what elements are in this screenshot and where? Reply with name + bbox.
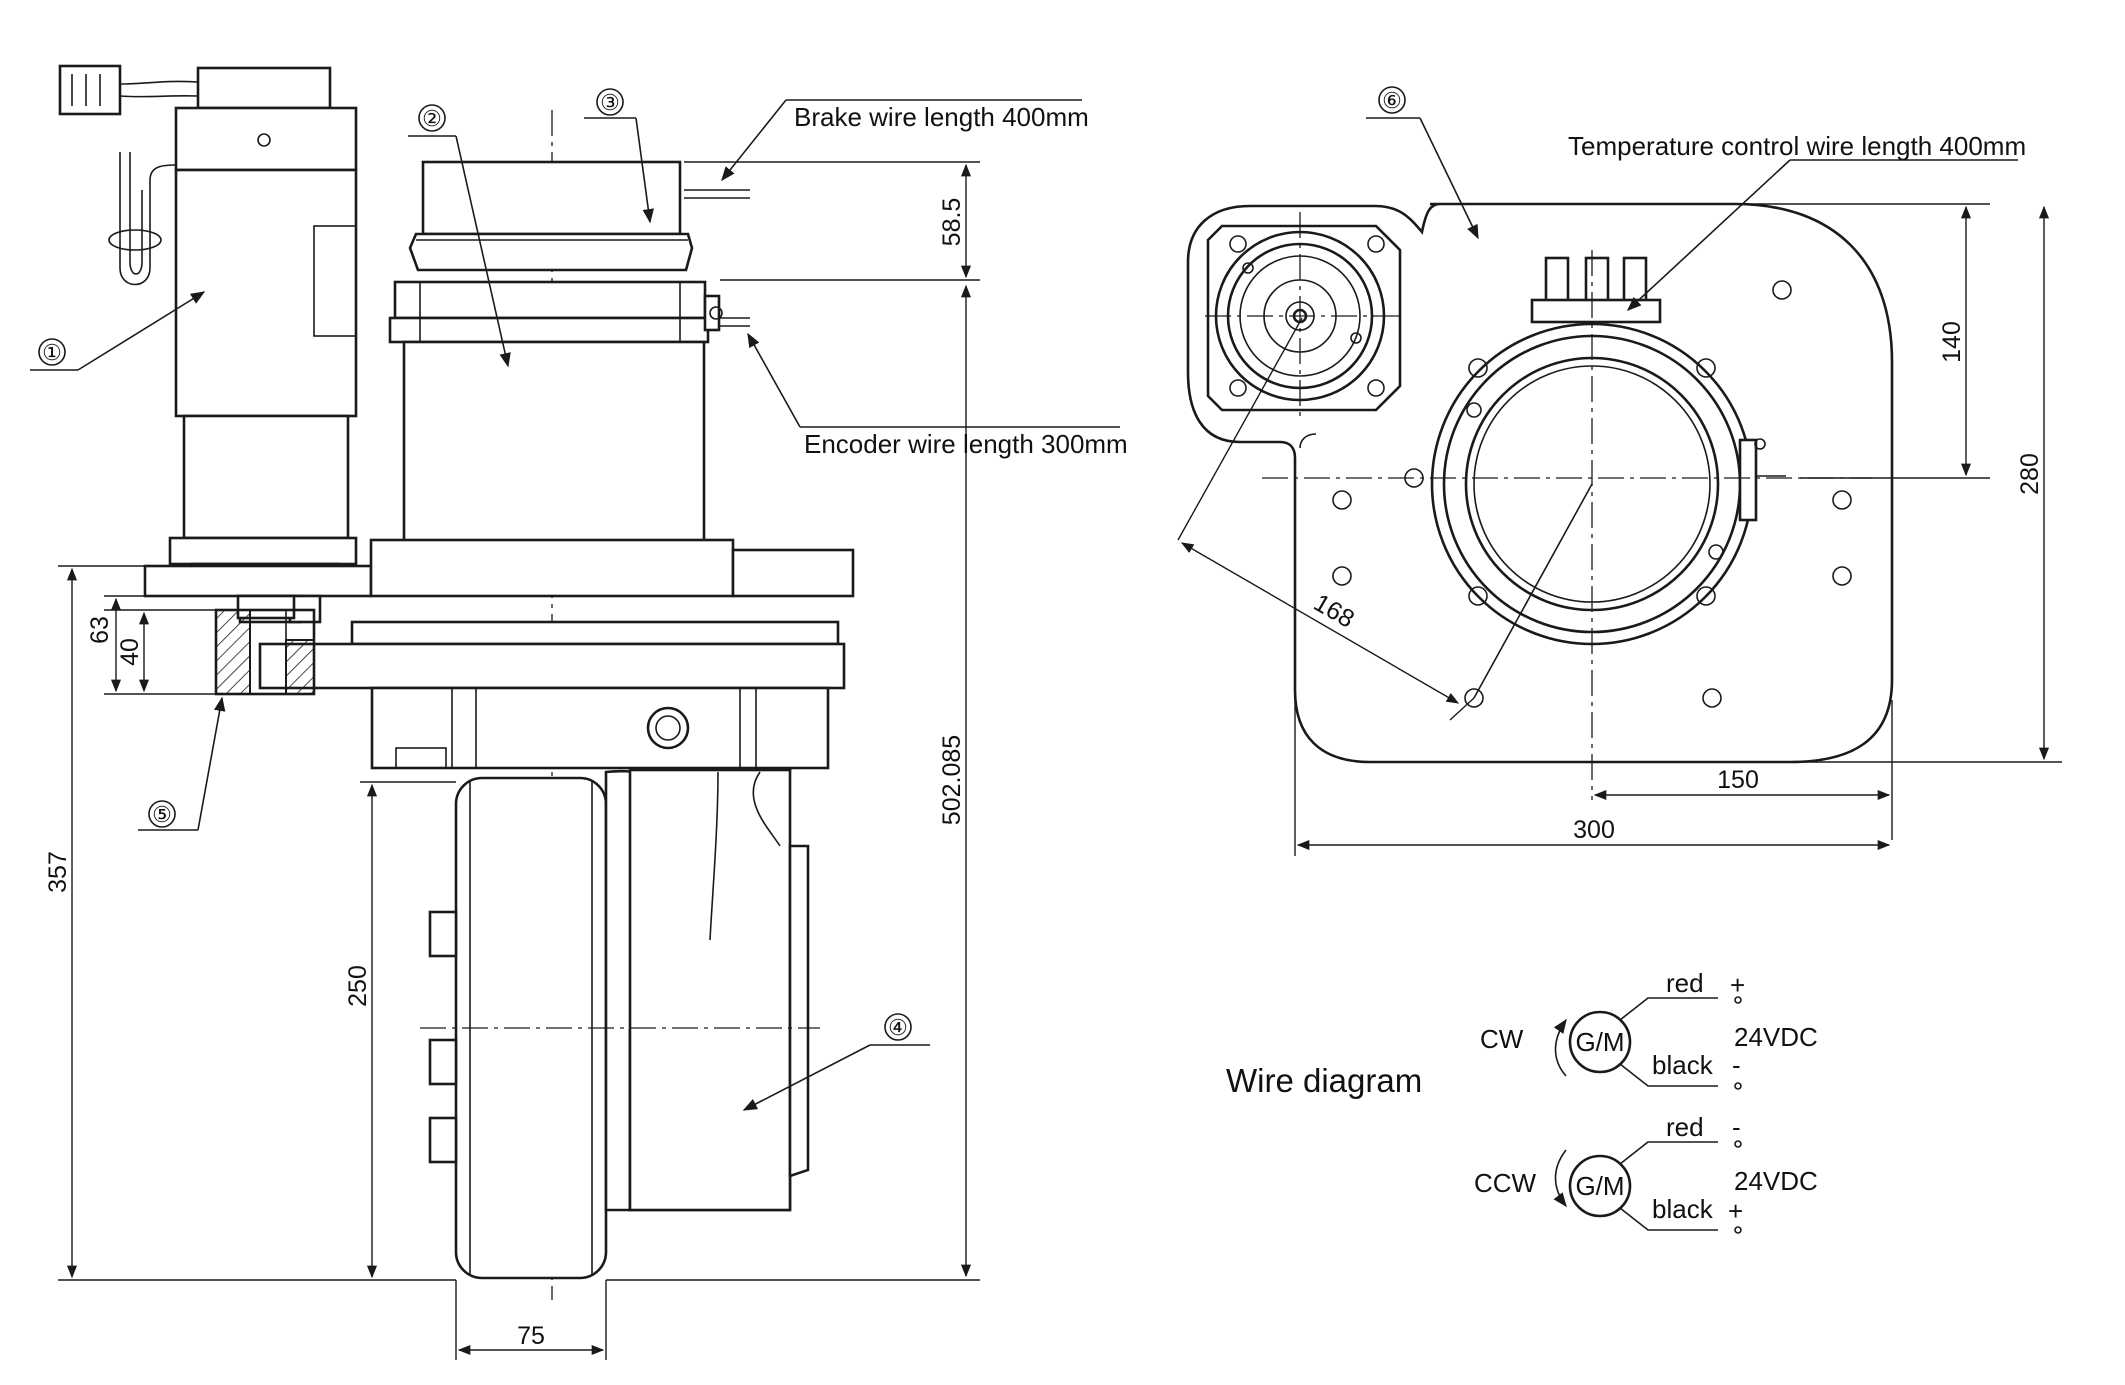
wire-diagram-title: Wire diagram xyxy=(1226,1062,1422,1099)
dim-502-085: 502.085 xyxy=(938,735,966,825)
brake-wire-note: Brake wire length 400mm xyxy=(794,102,1089,132)
steering-flange xyxy=(1205,212,1402,420)
top-view-dimensions xyxy=(1177,203,2062,856)
ccw-circuit xyxy=(1553,1140,1742,1234)
gearbox-body xyxy=(370,686,830,770)
encoder-wire-note: Encoder wire length 300mm xyxy=(804,429,1128,459)
ccw-bottom-sign: + xyxy=(1728,1196,1743,1226)
cw-top-sign: + xyxy=(1730,970,1745,1000)
callout-2: ② xyxy=(422,106,442,131)
wire-diagram xyxy=(1553,996,1742,1234)
cw-bottom-sign: - xyxy=(1732,1050,1741,1080)
dim-140: 140 xyxy=(1938,321,1966,363)
dim-58-5: 58.5 xyxy=(938,198,966,247)
cw-red-label: red xyxy=(1666,968,1704,998)
callout-6: ⑥ xyxy=(1382,88,1402,113)
ccw-black-label: black xyxy=(1652,1194,1714,1224)
dim-280: 280 xyxy=(2016,453,2044,495)
ccw-voltage: 24VDC xyxy=(1734,1166,1818,1196)
dim-300: 300 xyxy=(1573,816,1615,844)
ccw-label: CCW xyxy=(1474,1168,1537,1198)
dim-63: 63 xyxy=(86,616,114,644)
cw-black-label: black xyxy=(1652,1050,1714,1080)
side-view xyxy=(30,64,1120,1360)
pinion-gear xyxy=(214,594,316,696)
callout-5: ⑤ xyxy=(152,802,172,827)
cw-label: CW xyxy=(1480,1024,1524,1054)
side-view-dimensions xyxy=(58,161,980,1360)
callout-4: ④ xyxy=(888,1015,908,1040)
drive-motor xyxy=(388,280,750,544)
ccw-motor-label: G/M xyxy=(1575,1171,1624,1201)
temperature-wire-note: Temperature control wire length 400mm xyxy=(1568,131,2026,161)
ccw-red-label: red xyxy=(1666,1112,1704,1142)
top-view xyxy=(1177,86,2062,856)
side-view-leaders xyxy=(30,88,1120,1111)
dim-40: 40 xyxy=(116,638,144,666)
brake xyxy=(408,160,750,272)
wheel xyxy=(428,776,608,1280)
cw-circuit xyxy=(1553,996,1742,1090)
top-view-leaders xyxy=(1366,86,2018,311)
callout-3: ③ xyxy=(600,90,620,115)
cw-voltage: 24VDC xyxy=(1734,1022,1818,1052)
dim-75: 75 xyxy=(517,1322,545,1350)
dim-150: 150 xyxy=(1717,766,1759,794)
dim-357: 357 xyxy=(44,851,72,893)
cw-motor-label: G/M xyxy=(1575,1027,1624,1057)
labels: ① ② ③ ④ ⑤ ⑥ Brake wire length 400mm Enco… xyxy=(42,88,2044,1350)
callout-1: ① xyxy=(42,340,62,365)
steering-motor xyxy=(58,64,358,582)
ccw-top-sign: - xyxy=(1732,1112,1741,1142)
gear-housing xyxy=(604,768,810,1212)
mounting-flange xyxy=(143,538,855,690)
dim-250: 250 xyxy=(344,965,372,1007)
